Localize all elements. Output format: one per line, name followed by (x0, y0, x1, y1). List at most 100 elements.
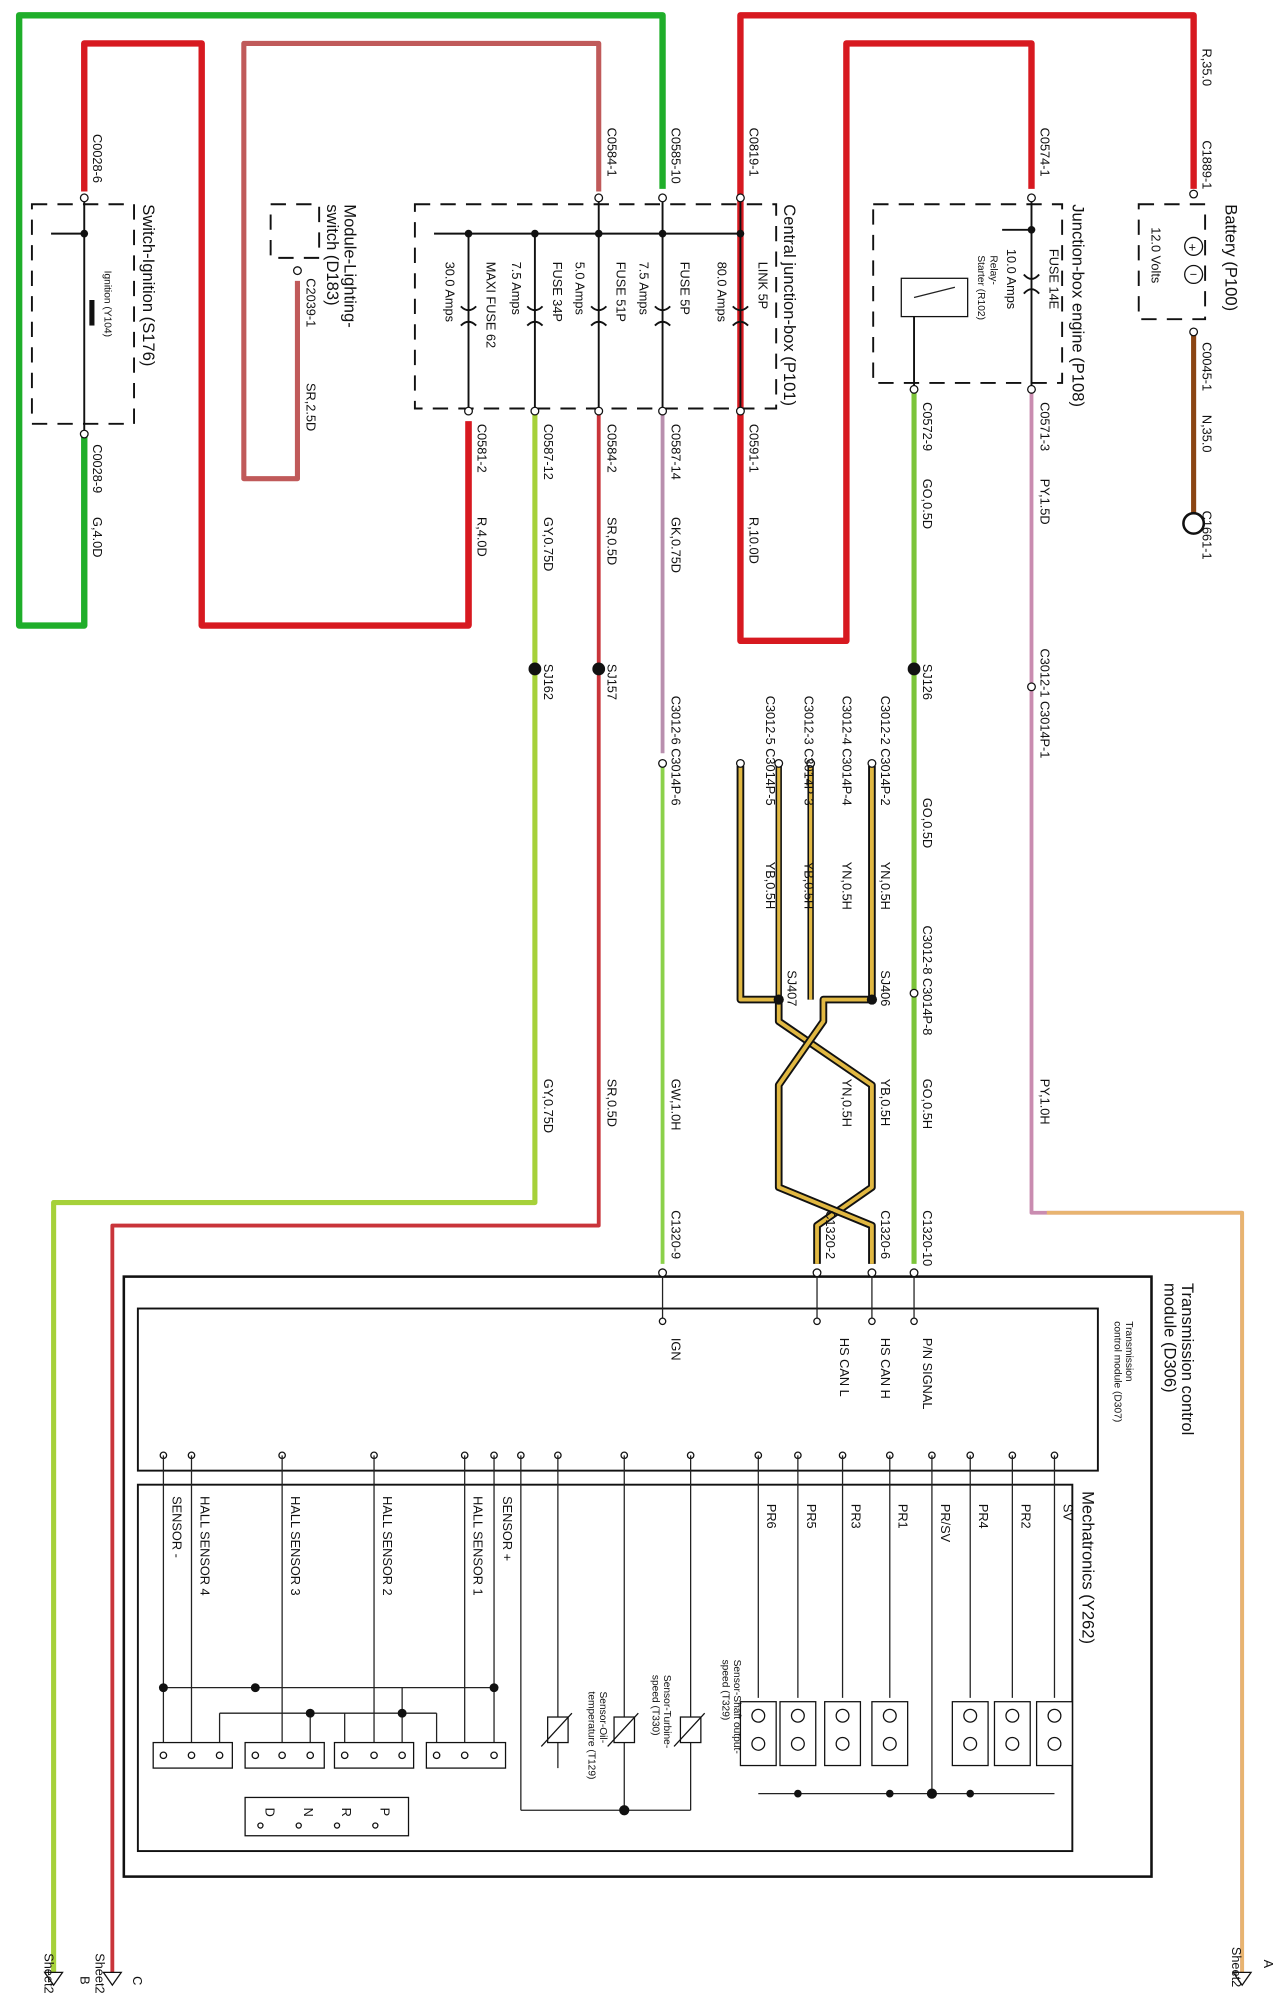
c1320-9-label: C1320-9 (668, 1210, 683, 1259)
label-sr05d: SR,0.5D (605, 1079, 620, 1127)
tcm-inner-box (136, 1307, 1099, 1472)
c3012-8-label: C3012-8 C3014P-8 (920, 926, 935, 1036)
wire-labels: PY,1.0H GO,0.5H GO,0.5D YB,0.5H YN,0.5H … (541, 798, 1053, 1133)
c1320-2-pin (812, 1268, 822, 1278)
c0587-12-pin (530, 406, 540, 416)
f51p-amps: 5.0 Amps (573, 262, 588, 315)
hall1-label: HALL SENSOR 1 (471, 1496, 486, 1595)
f34p-label: FUSE 34P (550, 262, 565, 322)
pin-canl-label: HS CAN L (837, 1338, 852, 1397)
jbe-bus-node (1027, 225, 1036, 234)
cjb-node-2 (531, 229, 539, 238)
wire-r10-label: R,10.0D (746, 517, 761, 564)
c1320-2-label: C1320-2 (823, 1210, 838, 1259)
c0581-label: C0581-2 (474, 424, 489, 473)
c1320-9-pin (658, 1268, 668, 1278)
jbe-title: Junction-box engine (P108) (1068, 204, 1087, 407)
wire-sr25 (241, 40, 602, 482)
tcm-inner-2: control module (D307) (1111, 1321, 1122, 1422)
c0581-pin (464, 406, 473, 416)
pin-canh-label: HS CAN H (878, 1338, 893, 1399)
gear-r: R (339, 1808, 354, 1817)
wire-g4-label: G,4.0D (90, 517, 105, 557)
sensor-shaft-label-1: Sensor-Shaft output- (731, 1660, 742, 1754)
c0028-9-pin (79, 429, 89, 439)
wire-gk-label: GK,0.75D (668, 517, 683, 573)
sensor-plus-label: SENSOR + (500, 1496, 515, 1561)
c0584-2-pin (594, 406, 604, 416)
ignition-node (80, 229, 89, 238)
wire-gy-label: GY,0.75D (541, 517, 556, 571)
sensor-turb-label-2: speed (T330) (649, 1675, 660, 1736)
wire-g4 (15, 12, 666, 629)
mech-box (136, 1483, 1074, 1853)
c0585-label: C0585-10 (668, 128, 683, 184)
offpage-c-arrow (102, 1971, 123, 1987)
label-yb05h-1: YB,0.5H (801, 862, 816, 909)
link-amps: 80.0 Amps (714, 262, 729, 322)
c1889-label: C1889-1 (1200, 140, 1215, 189)
wire-r4-label: R,4.0D (474, 517, 489, 557)
wire-n35-label: N,35.0 (1200, 415, 1215, 453)
sj407 (773, 994, 784, 1005)
c1320-10-label: C1320-10 (920, 1210, 935, 1266)
c0819-label: C0819-1 (746, 128, 761, 177)
c0572-label: C0572-9 (920, 402, 935, 451)
wire-sr25-label: SR,2.5D (303, 383, 318, 431)
ignition-switch: Switch-Ignition (S176) Ignition (Y104) C… (30, 134, 158, 557)
c0571-pin (1027, 384, 1036, 394)
pin-ign-dot (658, 1317, 667, 1326)
c3012-6-label: C3012-6 C3014P-6 (668, 696, 683, 806)
cjb-node-5 (736, 229, 745, 238)
f5p-amps: 7.5 Amps (637, 262, 652, 315)
ignition-contact-label: Ignition (Y104) (102, 271, 113, 337)
label-yn05h-2: YN,0.5H (840, 862, 855, 910)
sensor-oil-label-1: Sensor-Oil- (597, 1691, 608, 1743)
battery-neg-terminal (1184, 264, 1204, 285)
battery: + − Battery (P100) 12.0 Volts C1889-1 C0… (1137, 49, 1241, 560)
ignition-title: Switch-Ignition (S176) (139, 204, 158, 366)
gear-n-dot (295, 1822, 302, 1829)
hall2-label: HALL SENSOR 2 (380, 1496, 395, 1595)
c0591-pin (735, 406, 745, 416)
pin-ign-label: IGN (668, 1338, 683, 1361)
sensor-leads (520, 1455, 692, 1811)
sj406-label: SJ406 (878, 970, 893, 1006)
relay-contact (913, 286, 956, 299)
sol-pr4: PR4 (976, 1504, 991, 1529)
lighting-box (269, 203, 321, 259)
hall4-label: HALL SENSOR 4 (197, 1496, 212, 1595)
lighting-switch-module: Module-Lighting- switch (D183) C2039-1 S… (269, 203, 360, 431)
gear-d: D (263, 1808, 278, 1817)
wire-r35-label: R,35.0 (1200, 49, 1215, 87)
c0587-12-label: C0587-12 (541, 424, 556, 480)
ignition-box (30, 203, 136, 425)
cjb-node-3 (594, 229, 603, 238)
ground-c1661 (1182, 511, 1206, 535)
tcm-title-1: Transmission control (1178, 1283, 1197, 1435)
central-junction-box: Central junction-box (P101) C0819-1 C058… (413, 128, 799, 573)
c3012-2-pin (867, 758, 877, 768)
c0584-1-pin (594, 193, 604, 203)
c0028-6-label: C0028-6 (90, 134, 105, 183)
sol-pr6: PR6 (764, 1504, 779, 1529)
sj407-label: SJ407 (785, 970, 800, 1006)
c0571-label: C0571-3 (1037, 402, 1052, 451)
c0574-label: C0574-1 (1037, 128, 1052, 177)
wire-gy (51, 408, 538, 1973)
mechatronics: Mechatronics (Y262) (136, 1455, 1098, 1853)
wire-py-orange (1046, 1210, 1245, 1973)
tcm-outer-box (122, 1275, 1153, 1878)
offpage-a-sheet: Sheet2 (1229, 1947, 1244, 1987)
c3012-5-pin (735, 758, 745, 768)
solenoid-boxes (739, 1701, 1073, 1799)
gear-p-dot (372, 1822, 379, 1829)
pin-canl-dot (813, 1317, 821, 1326)
f51p-label: FUSE 51P (614, 262, 629, 322)
c3012-3-pin (774, 758, 784, 768)
gear-d-dot (257, 1822, 264, 1829)
label-yb05h-top: YB,0.5H (878, 1079, 893, 1126)
label-gy075d: GY,0.75D (541, 1079, 556, 1133)
f34p-amps: 7.5 Amps (509, 262, 524, 315)
